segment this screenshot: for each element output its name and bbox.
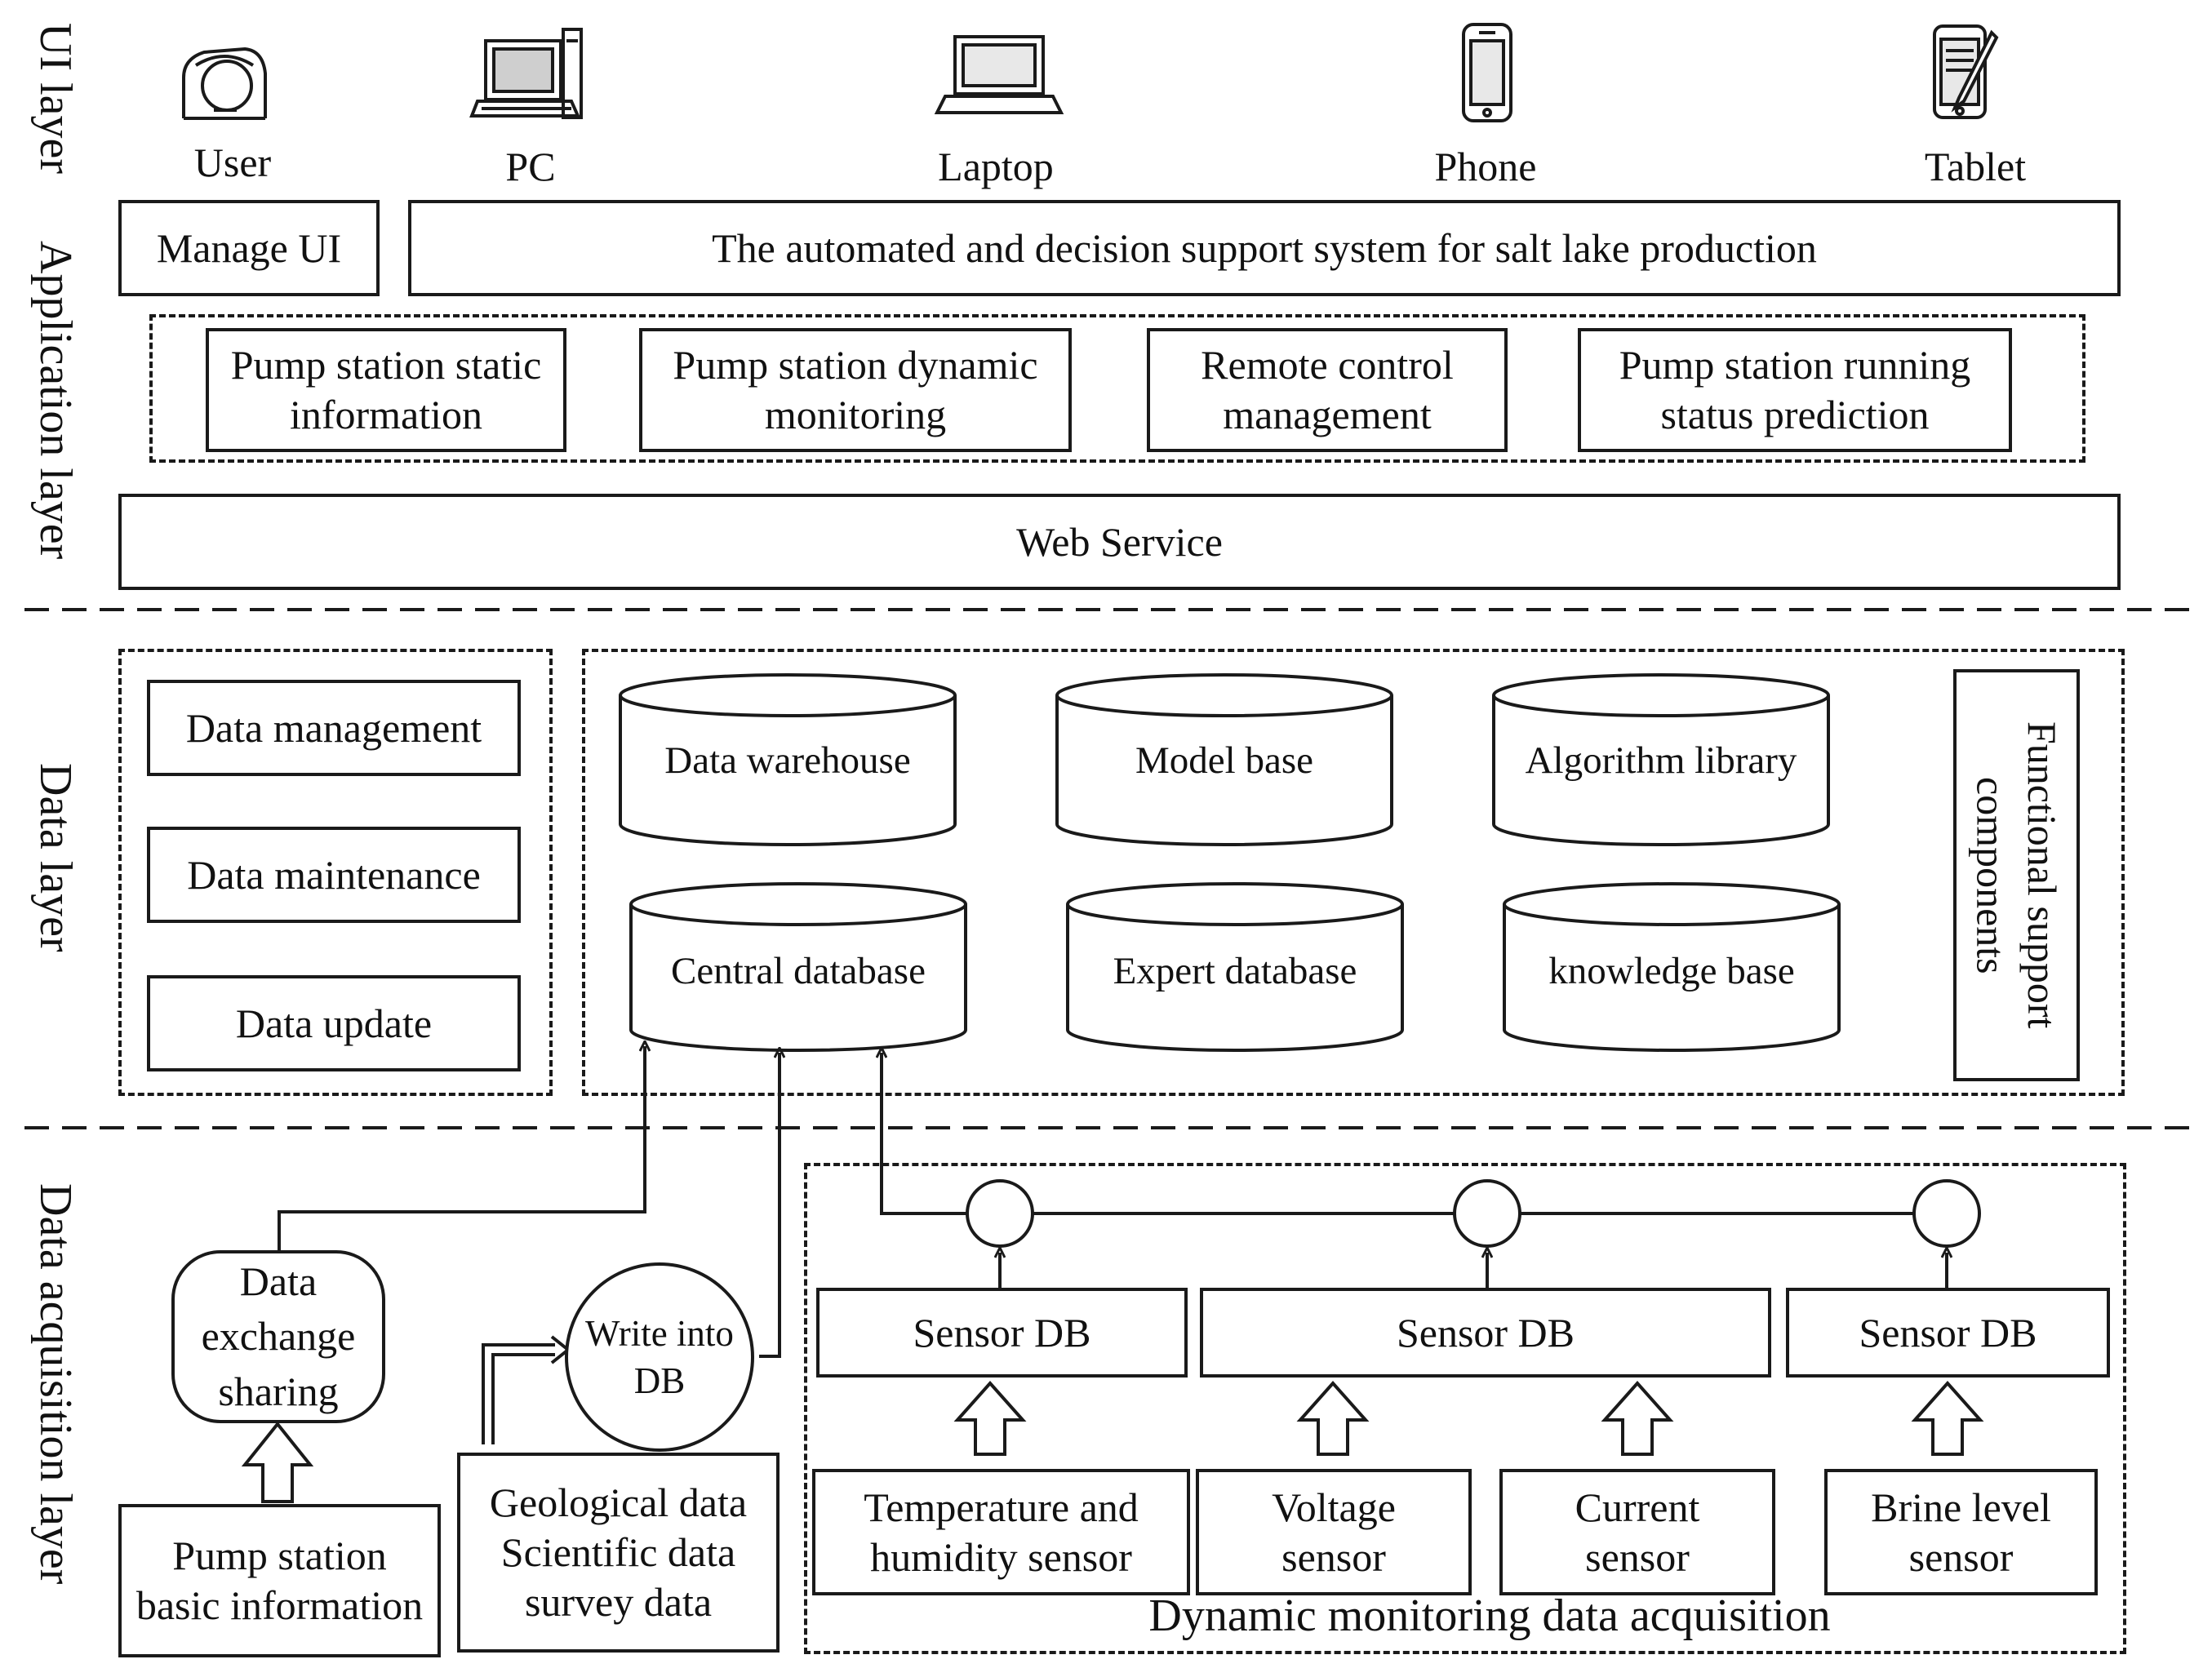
sensor-db-1: Sensor DB — [816, 1288, 1188, 1378]
bus-node-3 — [1912, 1179, 1981, 1248]
data-maintenance-box: Data maintenance — [147, 827, 521, 923]
data-warehouse-label: Data warehouse — [664, 739, 911, 782]
web-service-box: Web Service — [118, 494, 2121, 590]
modules-group — [149, 314, 2085, 463]
data-management-group — [118, 649, 553, 1096]
block-arrow-brine-sensor — [1911, 1380, 1984, 1456]
user-icon — [182, 47, 267, 120]
bus-node-1 — [966, 1179, 1034, 1248]
module-static-information: Pump station static information — [206, 328, 566, 452]
dynamic-monitoring-group — [804, 1163, 2126, 1654]
laptop-icon — [934, 35, 1064, 114]
knowledge-base-label: knowledge base — [1548, 950, 1795, 992]
central-database-label: Central database — [671, 950, 926, 992]
basic-info-box: Pump station basic information — [118, 1504, 441, 1657]
module-dynamic-monitoring: Pump station dynamic monitoring — [639, 328, 1072, 452]
arrow-write-to-central — [759, 1053, 780, 1358]
data-management-box: Data management — [147, 680, 521, 776]
acquisition-layer-label: Data acquisition layer — [30, 1183, 81, 1585]
cylinder-knowledge-base — [1503, 882, 1841, 1052]
block-arrow-temp-sensor — [953, 1380, 1027, 1456]
device-label-user: User — [193, 140, 272, 185]
cylinder-central-database — [629, 882, 967, 1052]
arrow-geo-to-write — [482, 1343, 555, 1444]
application-layer-label: Application layer — [30, 241, 81, 560]
device-label-laptop: Laptop — [938, 144, 1054, 189]
block-arrow-voltage-sensor — [1296, 1380, 1370, 1456]
cylinder-data-warehouse — [619, 673, 957, 846]
tablet-icon — [1933, 24, 1999, 119]
block-arrow-current-sensor — [1601, 1380, 1674, 1456]
write-into-db-circle: Write into DB — [565, 1262, 754, 1452]
temp-humidity-sensor-box: Temperature and humidity sensor — [812, 1469, 1190, 1595]
data-layer-label: Data layer — [30, 763, 81, 952]
pc-icon — [469, 28, 583, 119]
dynamic-monitoring-title: Dynamic monitoring data acquisition — [1148, 1590, 1831, 1641]
data-exchange-box: Data exchange sharing — [171, 1250, 385, 1423]
cylinder-model-base — [1055, 673, 1393, 846]
algorithm-library-label: Algorithm library — [1525, 739, 1797, 782]
arrow-bus-to-central — [882, 1053, 967, 1215]
device-label-phone: Phone — [1434, 144, 1537, 189]
functional-support-box: Functional support components — [1953, 669, 2080, 1081]
module-status-prediction: Pump station running status prediction — [1578, 328, 2012, 452]
bus-node-2 — [1453, 1179, 1521, 1248]
voltage-sensor-box: Voltage sensor — [1196, 1469, 1472, 1595]
database-group — [582, 649, 2125, 1096]
block-arrow-basic-to-exchange — [241, 1421, 314, 1503]
arrow-exchange-to-central — [278, 1046, 645, 1250]
cylinder-algorithm-library — [1492, 673, 1830, 846]
geo-data-box: Geological data Scientific data survey d… — [457, 1453, 780, 1653]
data-update-box: Data update — [147, 975, 521, 1071]
device-label-pc: PC — [505, 144, 556, 189]
current-sensor-box: Current sensor — [1499, 1469, 1775, 1595]
sensor-db-3: Sensor DB — [1786, 1288, 2110, 1378]
system-title-box: The automated and decision support syste… — [408, 200, 2121, 296]
ui-layer-label: UI layer — [30, 23, 81, 175]
phone-icon — [1462, 23, 1512, 122]
module-remote-control: Remote control management — [1147, 328, 1508, 452]
cylinder-expert-database — [1066, 882, 1404, 1052]
manage-ui-box: Manage UI — [118, 200, 380, 296]
expert-database-label: Expert database — [1113, 950, 1357, 992]
brine-level-sensor-box: Brine level sensor — [1824, 1469, 2098, 1595]
sensor-db-2: Sensor DB — [1200, 1288, 1771, 1378]
model-base-label: Model base — [1135, 739, 1313, 782]
device-label-tablet: Tablet — [1924, 144, 2027, 189]
